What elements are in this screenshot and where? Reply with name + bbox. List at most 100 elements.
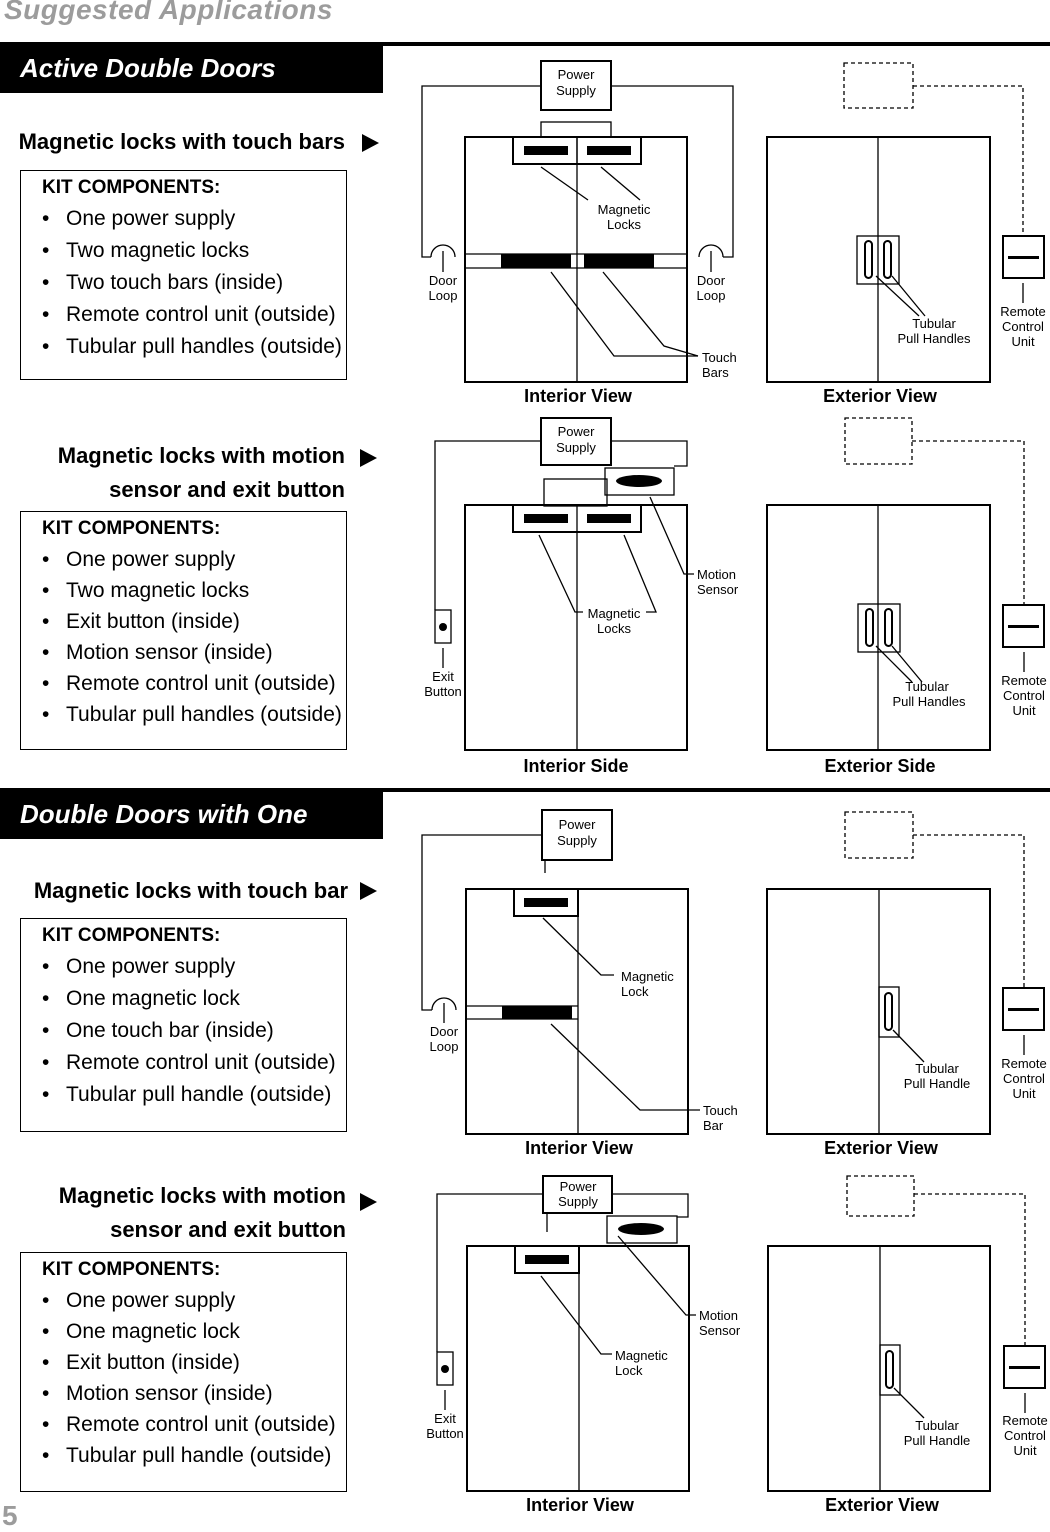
- touch-bar: [502, 1006, 572, 1019]
- touch-bar: [501, 254, 571, 268]
- kit-item: Remote control unit (outside): [42, 299, 346, 331]
- label: Control: [1004, 1428, 1046, 1443]
- label: Control: [1003, 688, 1045, 703]
- kit-components-box: KIT COMPONENTS: One power supply Two mag…: [20, 170, 347, 380]
- heading-line: sensor and exit button: [110, 1217, 346, 1242]
- diagram-interior-motion-single: Power Supply Magnetic Lock Motion Sensor…: [426, 1175, 741, 1515]
- magnetic-lock: [514, 1245, 580, 1274]
- label: Door: [430, 1024, 459, 1039]
- application-heading: Magnetic locks with touch bar: [0, 874, 348, 908]
- page-number: 5: [2, 1500, 18, 1531]
- section-rule: [0, 42, 1050, 46]
- kit-components-box: KIT COMPONENTS: One power supply One mag…: [20, 1252, 347, 1492]
- label: Touch: [703, 1103, 738, 1118]
- heading-line: sensor and exit button: [109, 477, 345, 502]
- diagram-caption: Interior Side: [523, 756, 628, 776]
- label: Power: [560, 1179, 598, 1194]
- label: Supply: [558, 1194, 598, 1209]
- kit-item: Motion sensor (inside): [42, 1378, 346, 1409]
- kit-item: One power supply: [42, 544, 346, 575]
- label: Supply: [557, 833, 597, 848]
- kit-item: One magnetic lock: [42, 983, 346, 1015]
- diagram-caption: Exterior View: [825, 1495, 940, 1515]
- label: Motion: [697, 567, 736, 582]
- diagram-caption: Interior View: [526, 1495, 635, 1515]
- label: Magnetic: [615, 1348, 668, 1363]
- diagram-caption: Exterior View: [823, 386, 938, 406]
- kit-item: Two magnetic locks: [42, 235, 346, 267]
- diagram-caption: Interior View: [524, 386, 633, 406]
- label: Unit: [1011, 334, 1035, 349]
- kit-item: Remote control unit (outside): [42, 668, 346, 699]
- double-door: [465, 888, 689, 1135]
- label: Remote: [1001, 1056, 1047, 1071]
- magnetic-lock: [513, 888, 579, 917]
- label: Supply: [556, 83, 596, 98]
- kit-item: Remote control unit (outside): [42, 1047, 346, 1079]
- remote-control-icon: [1002, 235, 1045, 279]
- label: Pull Handle: [904, 1433, 971, 1448]
- kit-title: KIT COMPONENTS:: [42, 177, 221, 198]
- label: Remote: [1001, 673, 1047, 688]
- exit-button: [436, 1351, 454, 1386]
- kit-title: KIT COMPONENTS:: [42, 518, 221, 539]
- heading-line: Magnetic locks with touch bar: [33, 878, 348, 903]
- label: Magnetic: [598, 202, 651, 217]
- label: Button: [426, 1426, 464, 1441]
- label: Loop: [430, 1039, 459, 1054]
- label: Power: [559, 817, 597, 832]
- kit-item: One power supply: [42, 203, 346, 235]
- diagram-exterior-motion: Tubular Pull Handles Remote Control Unit…: [766, 417, 1047, 776]
- kit-item: Tubular pull handles (outside): [42, 699, 346, 730]
- kit-title: KIT COMPONENTS:: [42, 925, 221, 946]
- pull-handle-icon: [856, 235, 900, 285]
- touch-bar: [584, 254, 654, 268]
- kit-item: Two touch bars (inside): [42, 267, 346, 299]
- label: Lock: [621, 984, 649, 999]
- motion-sensor: [604, 467, 675, 496]
- double-door: [464, 504, 688, 751]
- diagram-interior-touch-bar: Power Supply Magnetic Lock Door Loop Tou…: [421, 809, 738, 1158]
- diagram-caption: Exterior View: [824, 1138, 939, 1158]
- label: Loop: [429, 288, 458, 303]
- kit-item: Tubular pull handle (outside): [42, 1079, 346, 1111]
- label: Magnetic: [621, 969, 674, 984]
- kit-item: Tubular pull handle (outside): [42, 1440, 346, 1471]
- diagram-exterior-touch-bars: Tubular Pull Handles Remote Control Unit…: [766, 62, 1046, 406]
- double-door: [767, 1245, 991, 1492]
- diagram-interior-motion: Power Supply Magnetic Locks Motion Senso…: [424, 417, 739, 776]
- arrow-icon: [360, 882, 377, 900]
- heading-line: Magnetic locks with motion: [58, 1183, 346, 1208]
- label: Lock: [615, 1363, 643, 1378]
- label: Tubular: [905, 679, 949, 694]
- application-heading: Magnetic locks with motion sensor and ex…: [0, 1179, 346, 1247]
- kit-item: Remote control unit (outside): [42, 1409, 346, 1440]
- diagram-interior-touch-bars: Power Supply Magnetic Locks Door Loop Do…: [421, 60, 737, 406]
- remote-control-icon: [1002, 604, 1045, 648]
- label: Control: [1002, 319, 1044, 334]
- label: Pull Handles: [893, 694, 966, 709]
- label: Sensor: [699, 1323, 741, 1338]
- kit-components-box: KIT COMPONENTS: One power supply One mag…: [20, 918, 347, 1132]
- diagram-exterior-motion-single: Tubular Pull Handle Remote Control Unit …: [767, 1175, 1048, 1515]
- label: Locks: [597, 621, 631, 636]
- application-heading: Magnetic locks with touch bars: [0, 125, 345, 159]
- exit-button: [434, 609, 452, 644]
- kit-title: KIT COMPONENTS:: [42, 1259, 221, 1280]
- kit-item: One power supply: [42, 1285, 346, 1316]
- label: Power: [558, 424, 596, 439]
- pull-handle-icon: [879, 1344, 901, 1396]
- double-door: [466, 1245, 690, 1492]
- label: Exit: [434, 1411, 456, 1426]
- application-heading: Magnetic locks with motion sensor and ex…: [0, 439, 345, 507]
- section-banner: Double Doors with One Active: [0, 790, 383, 878]
- kit-item: Motion sensor (inside): [42, 637, 346, 668]
- label: Locks: [607, 217, 641, 232]
- pull-handle-icon: [857, 603, 901, 653]
- remote-control-icon: [1002, 987, 1045, 1031]
- label: Touch: [702, 350, 737, 365]
- kit-item: Exit button (inside): [42, 606, 346, 637]
- label: Tubular: [912, 316, 956, 331]
- section-banner: Active Double Doors: [0, 44, 383, 93]
